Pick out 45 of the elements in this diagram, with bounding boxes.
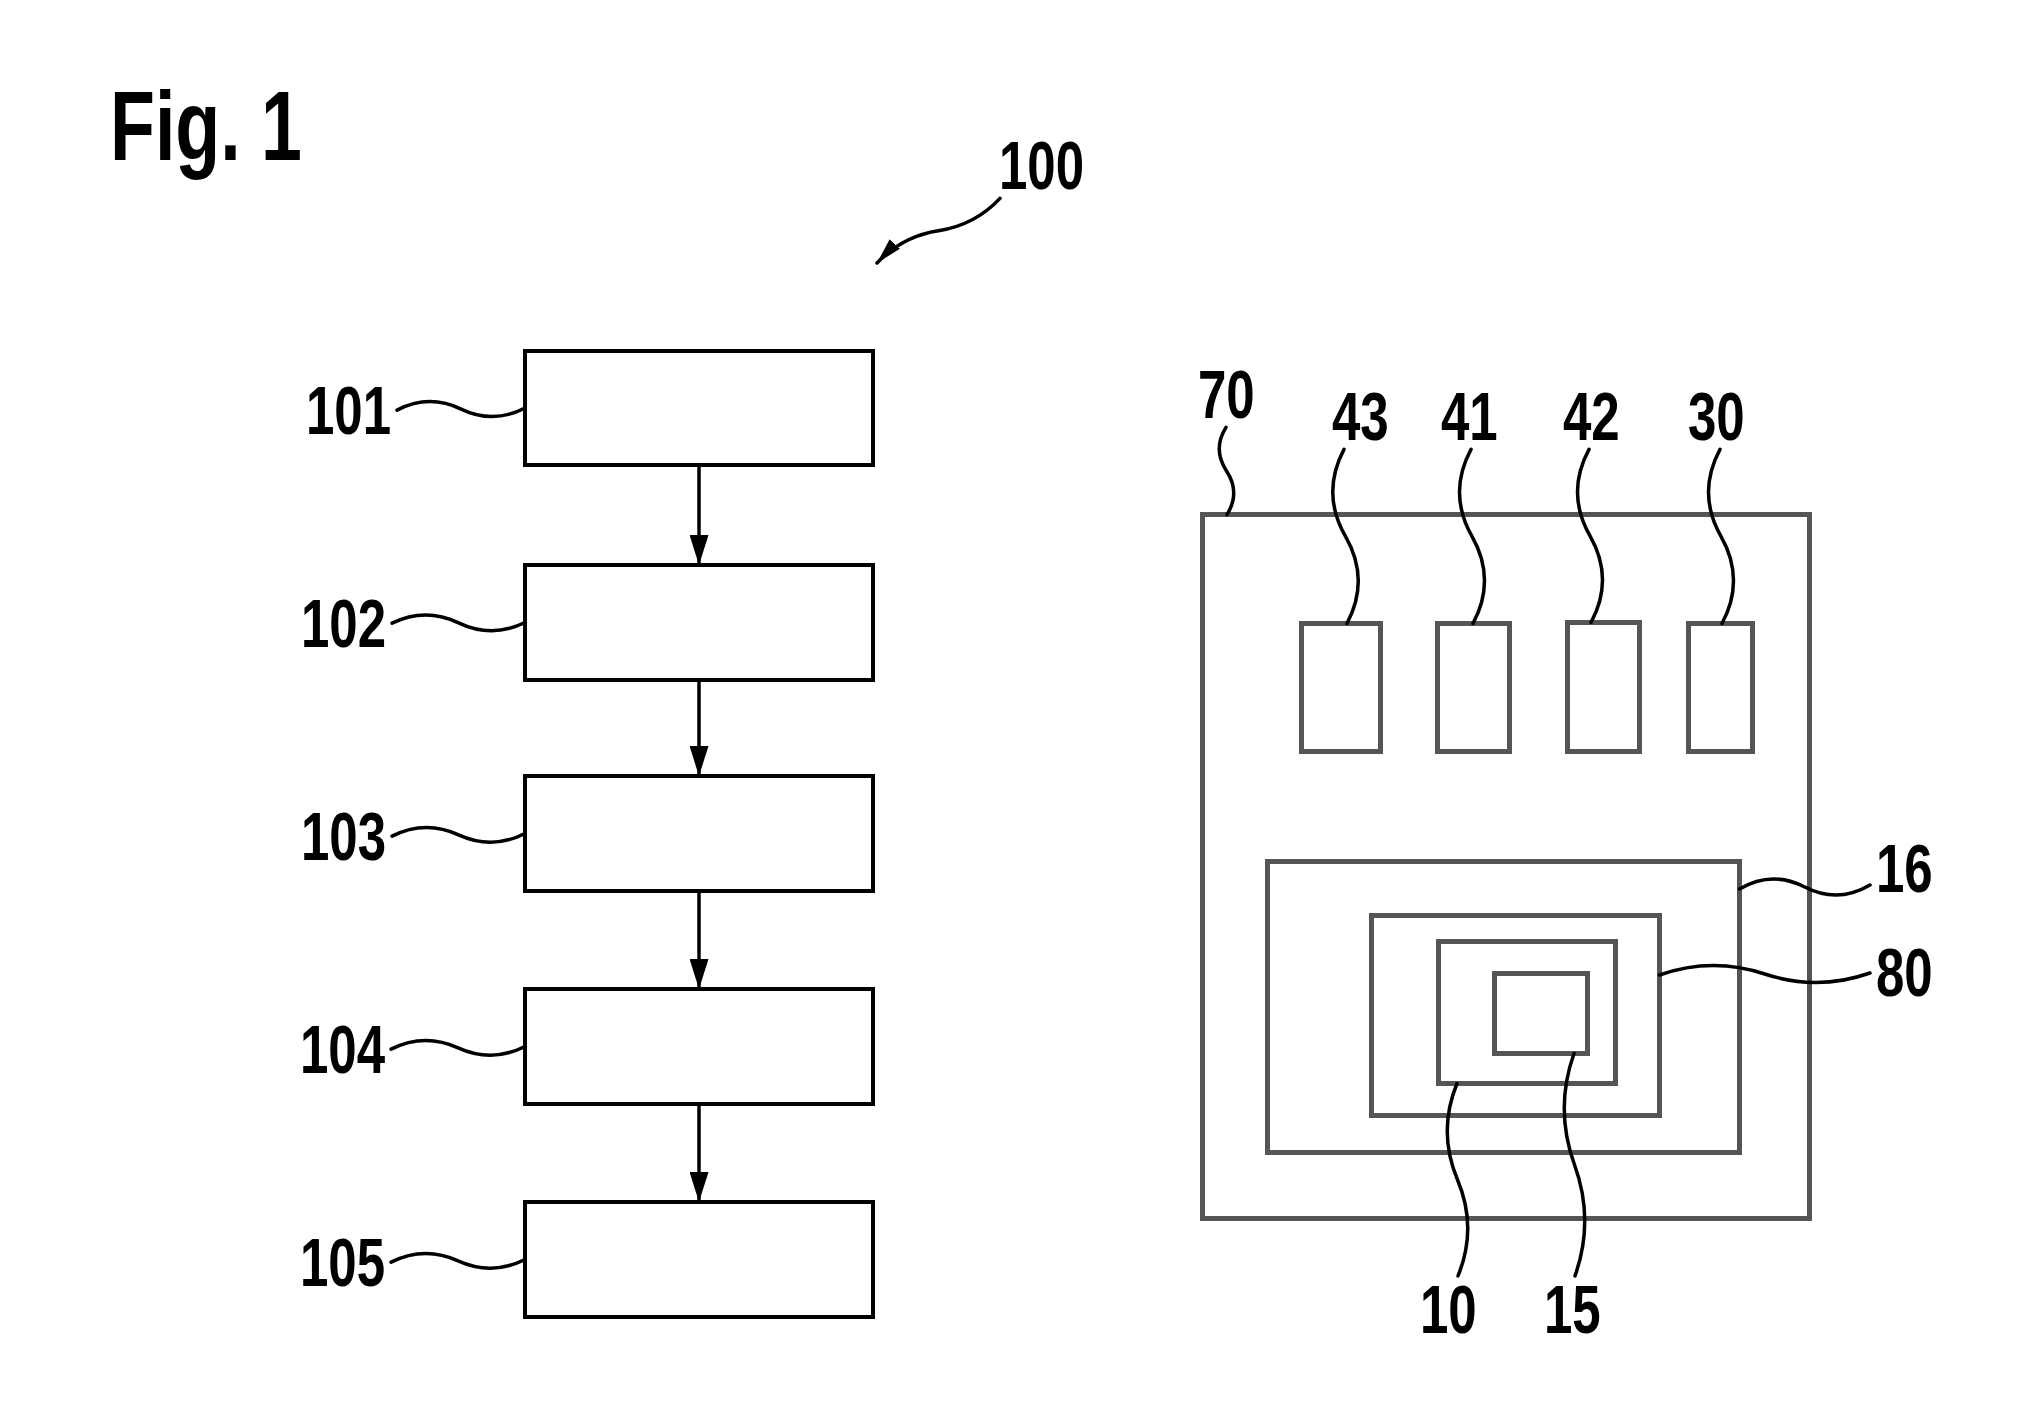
reference-numeral: 80 <box>1876 944 1933 1000</box>
leader-line <box>389 1251 527 1270</box>
reference-numeral: 10 <box>1420 1281 1477 1337</box>
component-box <box>1200 512 1812 1221</box>
reference-numeral: 16 <box>1876 840 1933 896</box>
leader-line <box>1217 425 1236 517</box>
reference-numeral: 101 <box>306 382 392 438</box>
process-box <box>523 563 875 682</box>
component-box <box>1265 859 1742 1155</box>
reference-numeral: 103 <box>301 808 387 864</box>
figure-title: Fig. 1 <box>110 70 302 183</box>
component-box <box>1369 913 1662 1118</box>
reference-numeral: 105 <box>300 1234 386 1290</box>
reference-numeral: 15 <box>1544 1281 1601 1337</box>
leader-line <box>1737 877 1872 897</box>
reference-numeral: 104 <box>300 1021 386 1077</box>
leader-line <box>395 399 527 419</box>
component-box <box>1299 621 1383 754</box>
reference-numeral: 100 <box>999 137 1085 193</box>
leader-line <box>390 825 527 844</box>
reference-numeral: 41 <box>1441 388 1498 444</box>
leader-line <box>390 613 527 633</box>
process-box <box>523 774 875 893</box>
process-box <box>523 349 875 467</box>
leader-line <box>1657 963 1872 985</box>
leader-line <box>389 1038 527 1057</box>
leader-line <box>1445 1081 1470 1278</box>
component-box <box>1686 621 1755 754</box>
reference-numeral: 30 <box>1688 388 1745 444</box>
reference-numeral: 43 <box>1332 388 1389 444</box>
leader-line <box>1457 447 1487 626</box>
reference-numeral: 42 <box>1563 388 1620 444</box>
component-box <box>1436 939 1618 1086</box>
leader-line <box>1706 447 1736 626</box>
reference-numeral: 102 <box>301 595 387 651</box>
leader-line <box>1562 1051 1587 1278</box>
reference-numeral: 70 <box>1198 366 1255 422</box>
component-box <box>1565 620 1642 754</box>
component-box <box>1492 971 1590 1056</box>
leader-line <box>1331 447 1360 626</box>
process-box <box>523 1200 875 1319</box>
process-box <box>523 987 875 1106</box>
component-box <box>1435 621 1512 754</box>
leader-line <box>1575 447 1605 625</box>
arrow <box>875 196 1002 265</box>
